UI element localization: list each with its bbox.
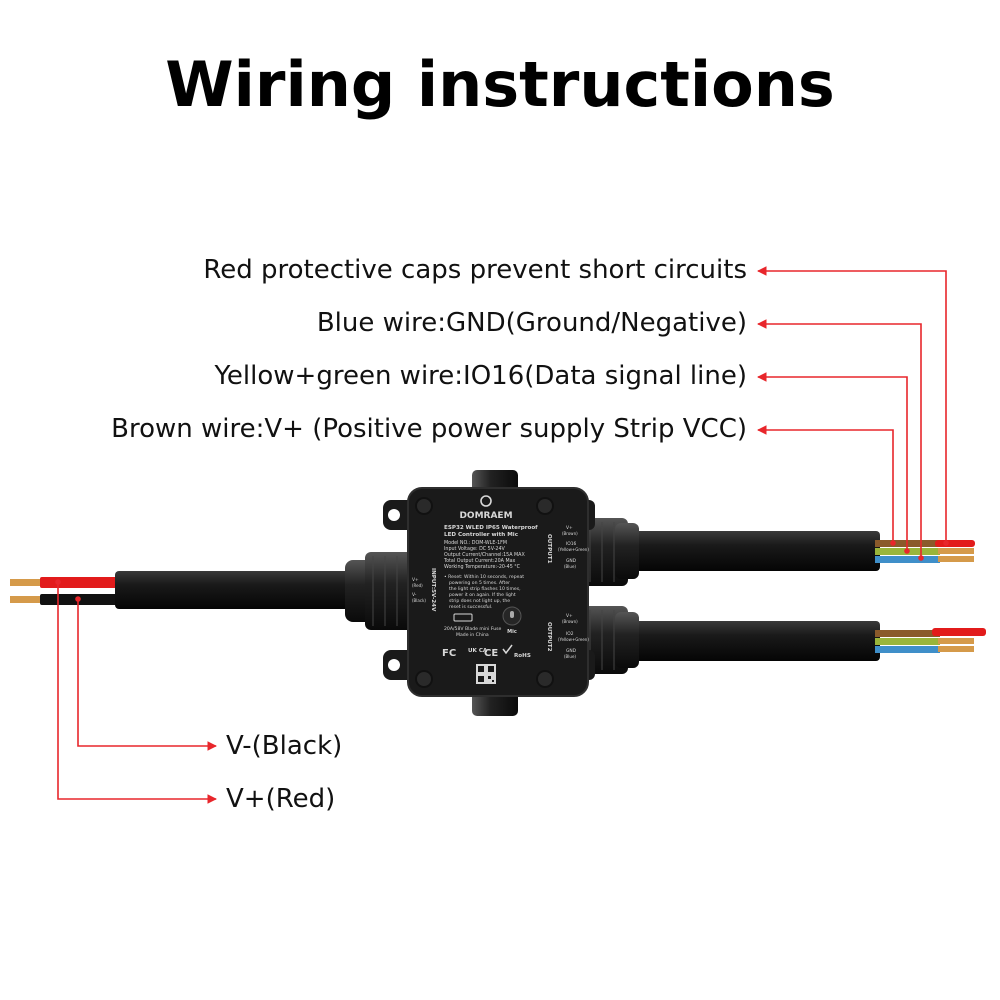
output1-copper-2 (938, 556, 974, 562)
ukca-mark: UK CA (468, 648, 488, 654)
out1-vplus-label: V+ (566, 525, 573, 531)
product-line-2: LED Controller with Mic (444, 532, 518, 538)
leader-brown-wire (757, 425, 894, 543)
callout-v-minus: V-(Black) (226, 731, 343, 761)
screw-top-right (536, 497, 554, 515)
controller-box: DOMRAEM ESP32 WLED IP65 Waterproof LED C… (407, 487, 589, 697)
svg-text:strip does not light up, the: strip does not light up, the (449, 598, 510, 604)
page-title: Wiring instructions (165, 48, 835, 121)
out1-io-label: IO16 (566, 541, 577, 547)
output2-label: OUTPUT2 (546, 622, 552, 652)
output2-brown-wire (875, 630, 940, 637)
out1-gnd-label: GND (566, 558, 577, 564)
out1-gnd-sub: (Blue) (564, 564, 576, 569)
input-vminus-sub: (Black) (412, 598, 426, 603)
input-label: INPUT:5V-24V (430, 568, 436, 612)
leader-yellow-green-wire (757, 372, 908, 551)
screw-bottom-left (415, 670, 433, 688)
callout-blue-wire: Blue wire:GND(Ground/Negative) (316, 308, 747, 338)
output2-copper-2 (938, 646, 974, 652)
brand-name: DOMRAEM (459, 511, 512, 521)
leader-blue-wire (757, 319, 922, 558)
output1-label: OUTPUT1 (546, 534, 552, 564)
input-red-wire (40, 577, 120, 588)
svg-text:the light strip flashes 10 tim: the light strip flashes 10 times, (449, 586, 521, 592)
output1-cable-jacket (610, 531, 880, 571)
svg-text:power it on again. If the ligh: power it on again. If the light (449, 592, 516, 598)
svg-text:reset is successful.: reset is successful. (449, 604, 492, 610)
output-current: Output Current/Channel:15A MAX (444, 552, 525, 558)
output1-cable-gland (580, 518, 639, 586)
reset-note: • Reset: Within 10 seconds, repeat power… (444, 574, 524, 610)
fcc-mark: FC (442, 648, 456, 659)
callout-red-caps: Red protective caps prevent short circui… (203, 255, 747, 285)
rohs-mark: RoHS (514, 653, 531, 659)
fuse-icon (453, 613, 473, 622)
ce-mark: CE (484, 648, 498, 659)
leader-v-minus (77, 599, 217, 751)
leader-dots (55, 540, 949, 602)
input-red-copper (10, 579, 44, 586)
out1-io-sub: (Yellow+Green) (558, 547, 589, 552)
input-cable (10, 571, 365, 609)
brand-logo-icon (480, 495, 492, 507)
output2-cable-jacket (610, 621, 880, 661)
output2-blue-wire (875, 646, 940, 653)
mic-label: Mic (507, 629, 517, 635)
out2-vplus-label: V+ (566, 613, 573, 619)
input-voltage: Input Voltage: DC 5V-24V (444, 546, 506, 552)
input-vplus-label: V+ (412, 577, 419, 583)
out2-gnd-label: GND (566, 648, 577, 654)
svg-text:• Reset: Within 10 seconds, re: • Reset: Within 10 seconds, repeat (444, 574, 524, 580)
input-black-copper (10, 596, 44, 603)
total-current: Total Output Current:20A Max (443, 558, 516, 564)
output2-copper-1 (938, 638, 974, 644)
out2-vplus-sub: (Brown) (562, 619, 578, 624)
callout-v-plus: V+(Red) (226, 784, 336, 814)
output2-cable (610, 621, 986, 661)
input-vminus-label: V- (412, 592, 417, 598)
out1-vplus-sub: (Brown) (562, 531, 578, 536)
qr-code-icon (476, 664, 496, 684)
check-icon (502, 644, 513, 655)
input-vplus-sub: (Red) (412, 583, 423, 588)
leader-red-caps (757, 266, 947, 543)
fuse-spec: 20A/58V Blade mini Fuse (444, 626, 502, 632)
out2-io-sub: (Yellow+Green) (558, 637, 589, 642)
model-number: Model NO.: DOM-WLE-1FM (444, 540, 507, 546)
working-temp: Working Temperature:-20-45 °C (444, 564, 521, 570)
out2-io-label: IO2 (566, 631, 574, 637)
output1-red-cap (935, 540, 975, 547)
output1-copper-1 (938, 548, 974, 554)
made-in: Made in China (456, 632, 489, 638)
leader-v-plus (57, 582, 217, 804)
callout-leaders (57, 266, 947, 804)
screw-top-left (415, 497, 433, 515)
input-cable-jacket (115, 571, 365, 609)
callout-yellow-green-wire: Yellow+green wire:IO16(Data signal line) (214, 361, 748, 391)
svg-text:powering on 5 times. After: powering on 5 times. After (449, 580, 510, 586)
output2-yellow-green-wire (875, 638, 940, 645)
screw-bottom-right (536, 670, 554, 688)
out2-gnd-sub: (Blue) (564, 654, 576, 659)
callout-brown-wire: Brown wire:V+ (Positive power supply Str… (111, 414, 747, 444)
input-cable-gland (345, 552, 413, 630)
output1-blue-wire (875, 556, 940, 563)
product-line-1: ESP32 WLED IP65 Waterproof (444, 525, 538, 531)
output2-red-cap (932, 628, 986, 636)
